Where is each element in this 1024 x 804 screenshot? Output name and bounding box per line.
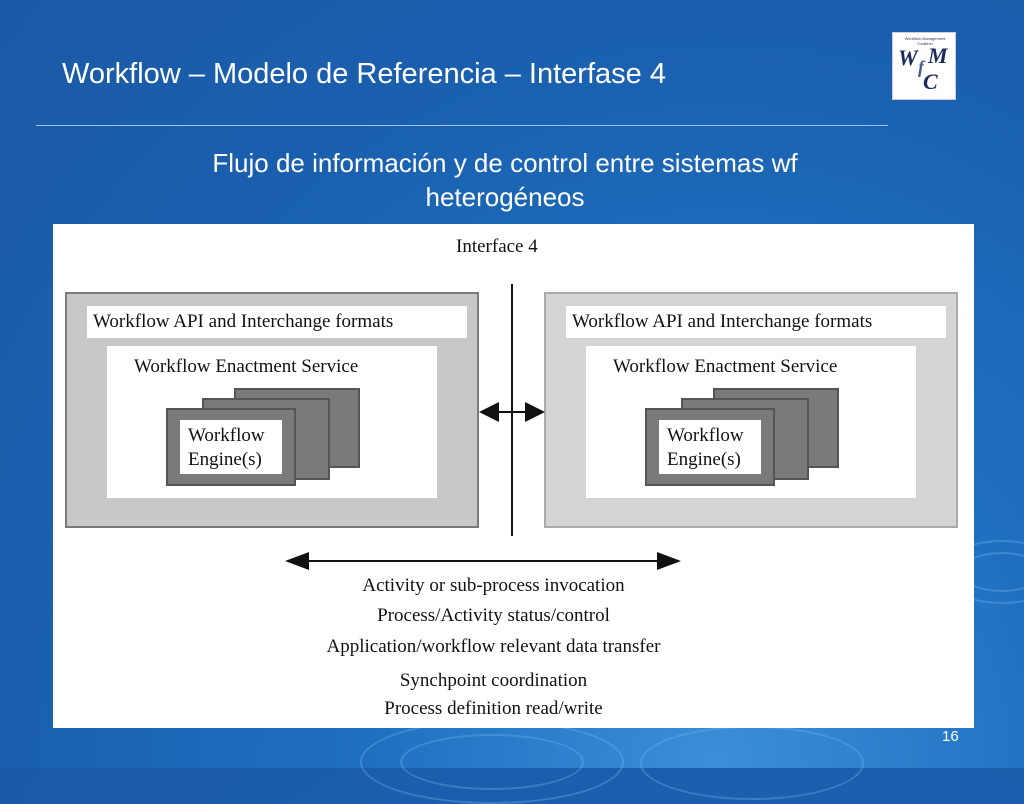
page-number: 16	[942, 728, 959, 745]
system-link-arrowhead-left	[479, 402, 499, 422]
background-swirl	[400, 734, 584, 790]
left-api-label: Workflow API and Interchange formats	[87, 306, 467, 338]
right-enactment-label: Workflow Enactment Service	[613, 356, 838, 377]
right-system-box: Workflow API and Interchange formats Wor…	[544, 292, 958, 528]
subtitle-line-1: Flujo de información y de control entre …	[212, 148, 798, 178]
slide-subtitle: Flujo de información y de control entre …	[80, 146, 930, 214]
right-enactment-service: Workflow Enactment Service Workflow Engi…	[586, 346, 916, 498]
system-link-arrowhead-right	[525, 402, 545, 422]
left-engine-line-2: Engine(s)	[188, 449, 262, 470]
left-enactment-label: Workflow Enactment Service	[134, 356, 359, 377]
title-divider	[36, 125, 888, 126]
flow-caption: Application/workflow relevant data trans…	[326, 636, 661, 657]
right-engine-text: Workflow Engine(s)	[667, 424, 744, 472]
left-system-box: Workflow API and Interchange formats Wor…	[65, 292, 479, 528]
right-engine-line-2: Engine(s)	[667, 449, 741, 470]
left-engine-text: Workflow Engine(s)	[188, 424, 265, 472]
flow-caption: Process/Activity status/control	[377, 605, 610, 626]
background-swirl	[640, 726, 864, 800]
flow-caption: Synchpoint coordination	[399, 670, 588, 691]
interface-label: Interface 4	[456, 236, 538, 257]
right-engine-inner: Workflow Engine(s)	[659, 420, 761, 474]
flow-arrowhead-right	[657, 552, 681, 570]
right-api-label: Workflow API and Interchange formats	[566, 306, 946, 338]
logo-letter-c: C	[923, 69, 938, 94]
wfmc-logo: Workflow Management Coalition W f M C	[892, 32, 956, 100]
left-enactment-service: Workflow Enactment Service Workflow Engi…	[107, 346, 437, 498]
left-engine-line-1: Workflow	[188, 425, 265, 446]
logo-letter-m: M	[928, 43, 948, 68]
right-engine-line-1: Workflow	[667, 425, 744, 446]
left-workflow-engine: Workflow Engine(s)	[166, 408, 296, 486]
flow-caption: Process definition read/write	[384, 698, 603, 719]
flow-arrowhead-left	[285, 552, 309, 570]
diagram-panel: Interface 4 Workflow API and Interchange…	[53, 224, 974, 728]
logo-letter-w: W	[898, 45, 918, 70]
right-workflow-engine: Workflow Engine(s)	[645, 408, 775, 486]
logo-letter-f: f	[918, 57, 924, 77]
flow-caption: Activity or sub-process invocation	[362, 575, 625, 596]
logo-caption: Workflow Management Coalition	[904, 36, 946, 46]
subtitle-line-2: heterogéneos	[425, 182, 585, 212]
slide-title: Workflow – Modelo de Referencia – Interf…	[62, 58, 666, 90]
left-engine-inner: Workflow Engine(s)	[180, 420, 282, 474]
